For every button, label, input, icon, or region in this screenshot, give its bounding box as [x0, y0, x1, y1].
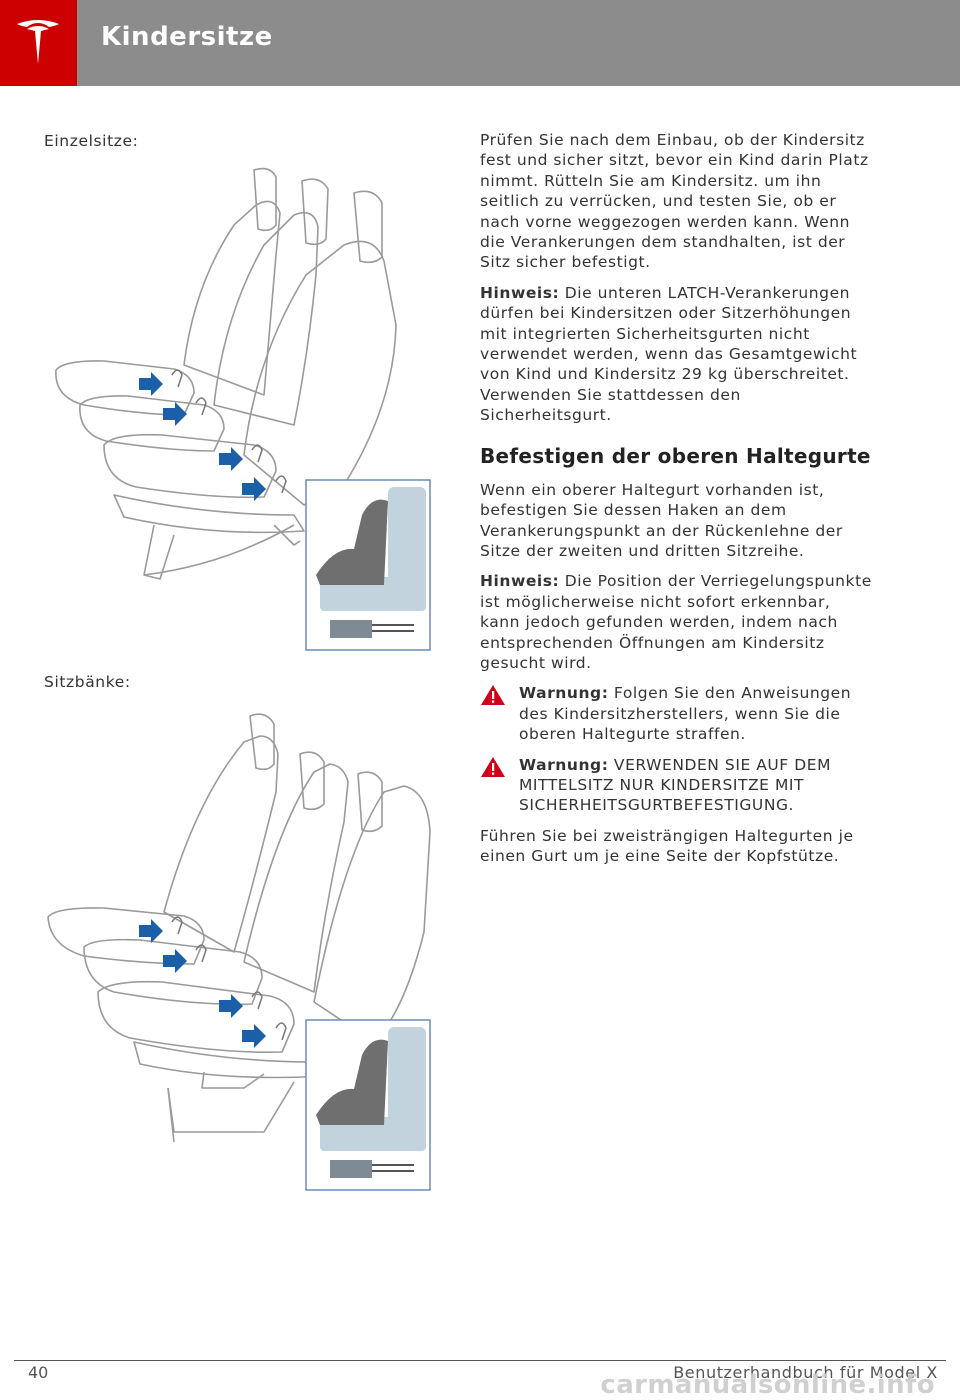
anchor-arrows — [139, 372, 266, 501]
single-seats-illustration — [55, 167, 431, 651]
note-text: Die unteren LATCH-Verankerungen dürfen b… — [480, 283, 858, 425]
manual-title: Benutzerhandbuch für Model X — [673, 1363, 938, 1382]
warning-text: VERWENDEN SIE AUF DEM MITTELSITZ NUR KIN… — [519, 755, 832, 815]
note-latch: Hinweis: Die unteren LATCH-Verankerungen… — [480, 283, 875, 426]
inset-detail-bench — [305, 1019, 431, 1191]
paragraph-dual-tether: Führen Sie bei zweisträngigen Haltegurte… — [480, 826, 854, 866]
warning-tighten: Warnung: Folgen Sie den Anweisungen des … — [480, 683, 875, 744]
section-heading: Befestigen der oberen Haltegurte — [480, 443, 871, 468]
paragraph-top-tether: Wenn ein oberer Haltegurt vorhanden ist,… — [480, 480, 843, 560]
note-label: Hinweis: — [480, 572, 560, 591]
tesla-logo-icon — [17, 20, 59, 64]
right-column: Prüfen Sie nach dem Einbau, ob der Kinde… — [480, 130, 875, 877]
warning-triangle-icon — [481, 756, 505, 777]
bench-seats-illustration — [47, 713, 431, 1191]
note-label: Hinweis: — [480, 283, 560, 302]
anchor-arrows-bench — [139, 919, 266, 1048]
brand-logo — [0, 0, 77, 86]
page-header: Kindersitze — [0, 0, 960, 86]
page-title: Kindersitze — [101, 22, 273, 52]
inset-detail — [305, 479, 431, 651]
note-anchor-position: Hinweis: Die Position der Verriegelungsp… — [480, 571, 875, 673]
paragraph-check-install: Prüfen Sie nach dem Einbau, ob der Kinde… — [480, 131, 869, 272]
warning-text: Folgen Sie den Anweisungen des Kindersit… — [519, 684, 852, 744]
note-text: Die Position der Verriegelungspunkte ist… — [480, 572, 872, 672]
label-single-seats: Einzelsitze: — [44, 132, 139, 150]
page-number: 40 — [28, 1363, 49, 1382]
watermark: carmanualsonline.info — [600, 1370, 935, 1400]
warning-label: Warnung: — [519, 755, 609, 774]
label-bench-seats: Sitzbänke: — [44, 673, 131, 691]
footer-divider — [14, 1360, 946, 1361]
warning-triangle-icon — [481, 685, 505, 706]
warning-label: Warnung: — [519, 684, 609, 703]
warning-center-seat: Warnung: VERWENDEN SIE AUF DEM MITTELSIT… — [480, 755, 875, 816]
